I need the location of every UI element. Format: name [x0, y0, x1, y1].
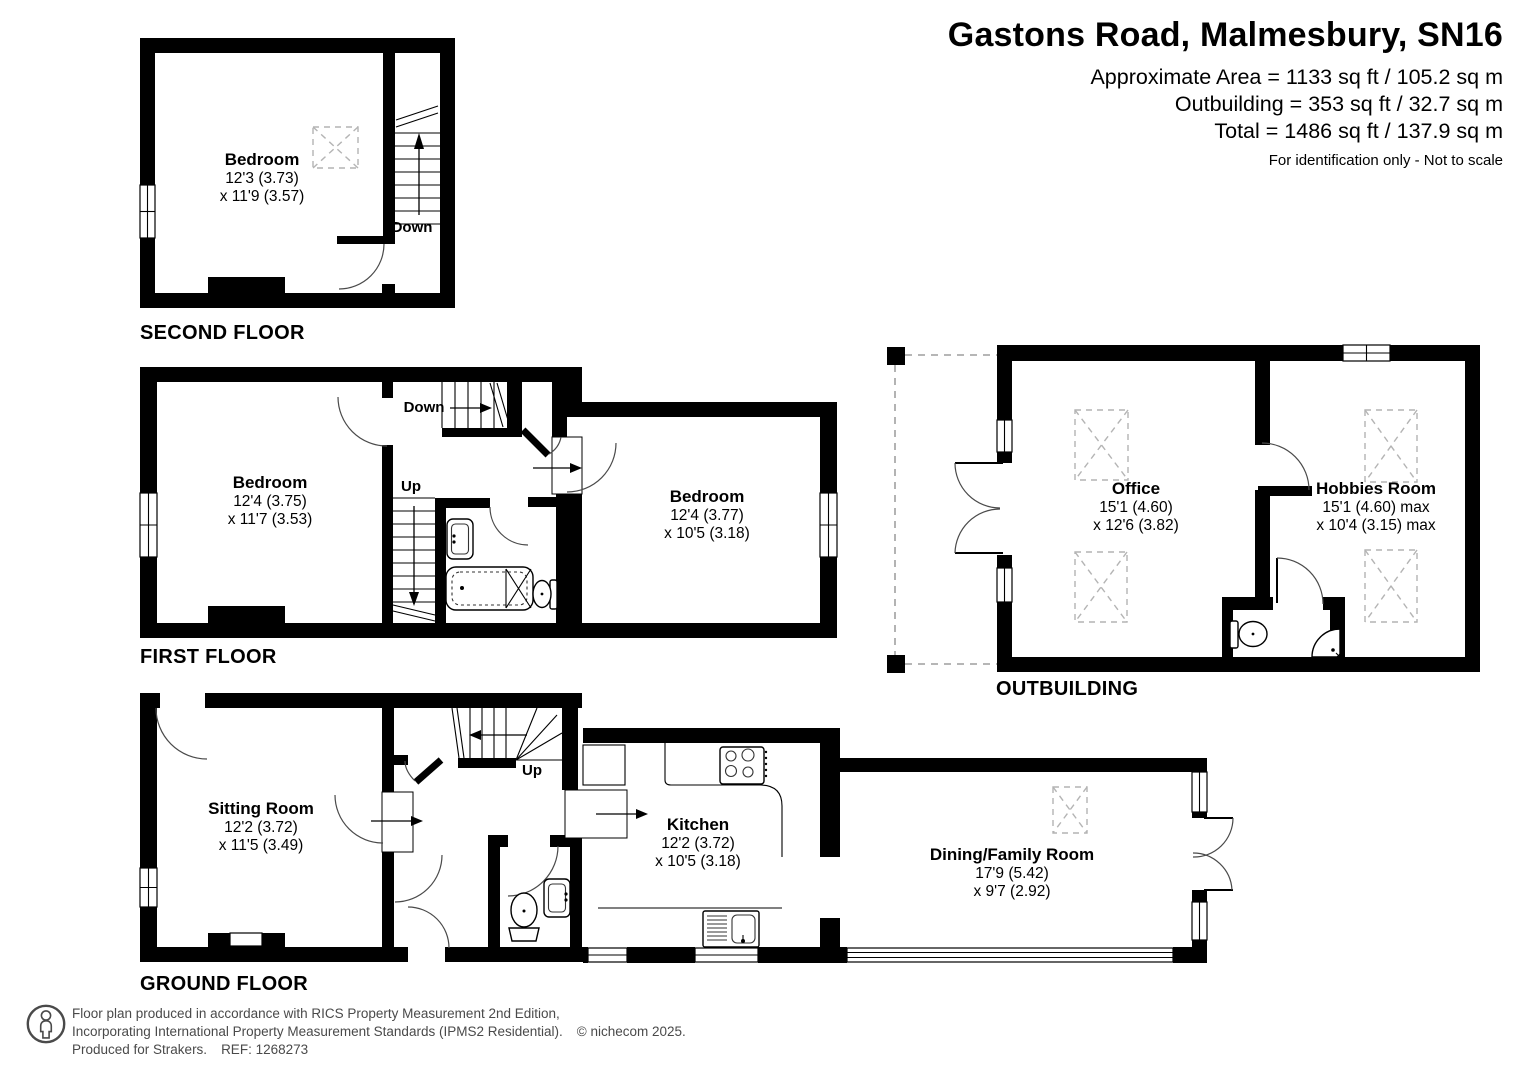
total-area-line: Total = 1486 sq ft / 137.9 sq m [1214, 119, 1503, 143]
outbuilding-plan [887, 344, 1480, 673]
sitting-room-label: Sitting Room 12'2 (3.72) x 11'5 (3.49) [208, 799, 314, 854]
corner-sink-icon [1311, 628, 1342, 659]
scale-note: For identification only - Not to scale [1268, 152, 1503, 169]
bath-icon [445, 566, 534, 611]
door-leaf [413, 757, 444, 785]
outbuilding-windows [996, 344, 1391, 603]
chimney-breast [208, 277, 285, 293]
first-floor-stairs-down [441, 382, 511, 428]
outbuilding-walls [997, 345, 1480, 672]
toilet-icon [1229, 620, 1268, 649]
second-floor-window [139, 184, 156, 239]
first-bedroom2-label: Bedroom 12'4 (3.77) x 10'5 (3.18) [664, 487, 750, 542]
stair-down-label: Down [403, 399, 445, 416]
sink-icon [543, 878, 571, 918]
ground-floor-plan [139, 693, 1234, 963]
ground-floor-stairs [451, 707, 563, 761]
person-icon [26, 1004, 66, 1044]
passage-arrow [371, 816, 423, 826]
dining-family-room-label: Dining/Family Room 17'9 (5.42) x 9'7 (2.… [929, 845, 1095, 900]
second-floor-stairs [395, 105, 440, 225]
back-door-arc [407, 906, 450, 949]
outbuilding-double-doors [954, 462, 1003, 554]
approx-area-line: Approximate Area = 1133 sq ft / 105.2 sq… [1090, 65, 1503, 89]
wc-fixtures [508, 878, 571, 942]
footer-line3: Produced for Strakers.REF: 1268273 [72, 1042, 309, 1057]
first-floor-walls [140, 367, 837, 638]
dining-rear-window [846, 947, 1174, 963]
second-floor-label: SECOND FLOOR [140, 322, 305, 344]
header: Gastons Road, Malmesbury, SN16 Approxima… [948, 16, 1503, 169]
second-floor-walls [140, 38, 455, 308]
dining-doors [1192, 817, 1234, 891]
first-floor-windows [139, 492, 838, 558]
outbuilding-skylights [1074, 409, 1418, 623]
outbuilding-label: OUTBUILDING [996, 678, 1139, 700]
passage-opening [381, 791, 414, 853]
counter [582, 744, 626, 786]
chimney-breast [208, 606, 285, 623]
skylight [1052, 786, 1088, 834]
stair-down-label: Down [391, 219, 433, 236]
sink-icon [446, 518, 474, 560]
stair-up-label: Up [401, 478, 421, 495]
fireplace [229, 932, 263, 947]
page-title: Gastons Road, Malmesbury, SN16 [947, 16, 1503, 54]
footer-line2: Incorporating International Property Mea… [72, 1024, 686, 1039]
skylight [312, 126, 359, 169]
passage-arrow [533, 463, 582, 473]
footer-ref: REF: 1268273 [221, 1042, 309, 1057]
canopy [887, 347, 999, 673]
counter-edge [664, 743, 783, 857]
second-floor-door-arc [338, 243, 385, 290]
first-floor-doors [337, 396, 617, 546]
footer-copyright: © nichecom 2025. [576, 1024, 686, 1039]
toilet-icon [508, 892, 540, 942]
first-floor-plan [139, 367, 838, 638]
passage-opening [551, 436, 583, 495]
outbuilding-area-line: Outbuilding = 353 sq ft / 32.7 sq m [1174, 92, 1503, 116]
outbuilding-doors [1261, 442, 1324, 605]
kitchen-label: Kitchen 12'2 (3.72) x 10'5 (3.18) [655, 815, 741, 870]
door-leaf [520, 427, 551, 458]
first-bedroom1-label: Bedroom 12'4 (3.75) x 11'7 (3.53) [227, 473, 313, 528]
office-label: Office 15'1 (4.60) x 12'6 (3.82) [1093, 479, 1179, 534]
kitchen-fixtures [582, 743, 783, 948]
hob-icon [719, 746, 768, 785]
passage-arrow [596, 809, 648, 819]
footer-line1: Floor plan produced in accordance with R… [72, 1006, 560, 1021]
second-floor-plan [139, 38, 455, 308]
toilet-icon [532, 579, 558, 610]
second-bedroom-label: Bedroom 12'3 (3.73) x 11'9 (3.57) [219, 150, 305, 205]
front-door-arc [155, 707, 208, 760]
hobbies-room-label: Hobbies Room 15'1 (4.60) max x 10'4 (3.1… [1316, 479, 1436, 534]
kitchen-sink-icon [702, 910, 760, 948]
outbuilding-wc-fixtures [1229, 620, 1342, 659]
bathroom-fixtures [445, 518, 558, 611]
ground-floor-walls [140, 693, 1207, 963]
ground-floor-windows [139, 771, 1208, 963]
ground-floor-label: GROUND FLOOR [140, 973, 309, 995]
first-floor-label: FIRST FLOOR [140, 646, 277, 668]
stair-up-label: Up [522, 762, 542, 779]
first-floor-stairs-up [392, 497, 436, 622]
